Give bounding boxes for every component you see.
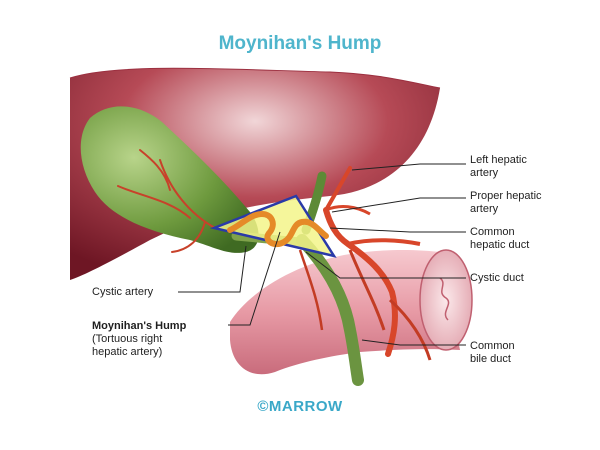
common-hepatic-duct-label: Common hepatic duct [470, 226, 530, 251]
cystic-duct-label: Cystic duct [470, 272, 524, 284]
moynihans-hump [227, 210, 329, 248]
gallbladder [80, 106, 259, 253]
page-title: Moynihan's Hump [218, 33, 382, 54]
proper-hepatic-artery [323, 207, 398, 357]
copyright-footer: ©MARROW [257, 398, 343, 415]
cystic-artery-label: Cystic artery [92, 286, 154, 298]
left-hepatic-artery-label: Left hepatic artery [470, 154, 527, 179]
duodenum-lumen [419, 249, 473, 351]
left-hepatic-artery [324, 166, 352, 212]
moynihans-hump-label: Moynihan's Hump (Tortuous right hepatic … [92, 320, 187, 358]
proper-hepatic-artery-label: Proper hepatic artery [470, 190, 542, 215]
common-bile-duct-label: Common bile duct [470, 340, 515, 365]
